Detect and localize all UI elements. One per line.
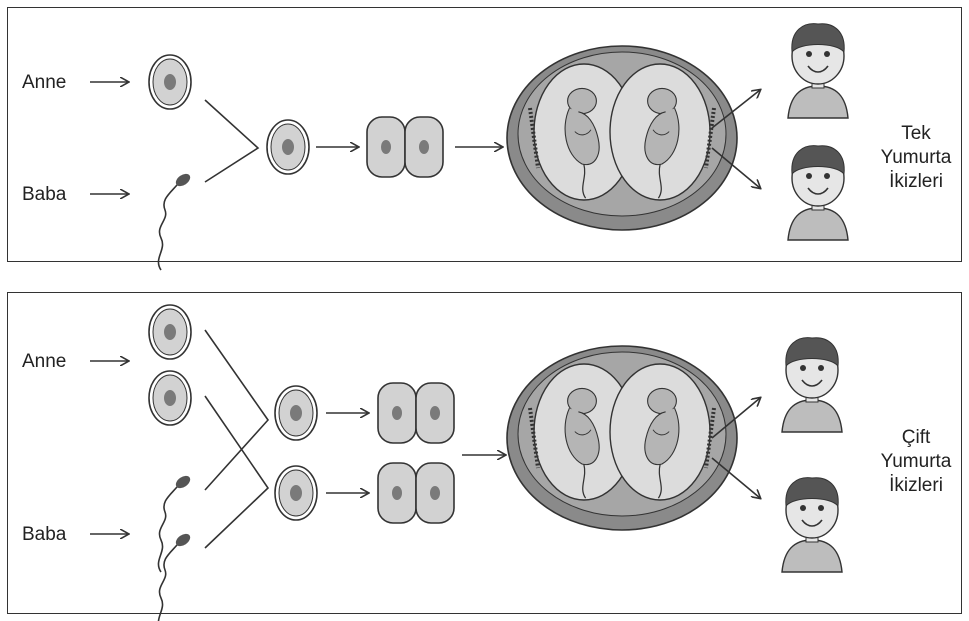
zygote-2	[274, 465, 318, 521]
two-cell-stage-2	[377, 462, 455, 524]
title-line-3: İkizleri	[889, 171, 943, 192]
mother-label: Anne	[22, 351, 66, 372]
twin-child-2	[787, 144, 849, 241]
two-cell-stage-1	[377, 382, 455, 444]
arrow-to-twin-1	[711, 90, 760, 129]
twin-child-2	[781, 476, 843, 573]
father-label: Baba	[22, 524, 67, 545]
arrow-to-twin-2	[711, 147, 760, 188]
twin-child-1	[787, 22, 849, 119]
two-cell-stage	[366, 116, 444, 178]
title-line-2: Yumurta	[881, 147, 952, 168]
mother-label: Anne	[22, 72, 66, 93]
title-line-1: Çift	[902, 427, 931, 448]
zygote-1	[274, 385, 318, 441]
arrow-to-twin-2	[711, 457, 760, 498]
title-line-3: İkizleri	[889, 475, 943, 496]
egg-cell-1	[148, 304, 192, 360]
twin-embryos-sac	[507, 346, 737, 530]
egg-cell	[148, 54, 192, 110]
arrow-to-twin-1	[711, 398, 760, 439]
sperm-cell-2	[157, 530, 194, 621]
zygote	[266, 119, 310, 175]
sperm-cell	[157, 170, 194, 271]
fertilization-lines-2	[204, 395, 270, 549]
sperm-cell-1	[157, 472, 194, 573]
title-line-1: Tek	[901, 123, 931, 144]
fertilization-lines-1	[204, 329, 270, 491]
father-label: Baba	[22, 184, 67, 205]
twin-embryos-sac	[507, 46, 737, 230]
twin-child-1	[781, 336, 843, 433]
egg-cell-2	[148, 370, 192, 426]
fertilization-lines	[204, 99, 260, 183]
title-line-2: Yumurta	[881, 451, 952, 472]
